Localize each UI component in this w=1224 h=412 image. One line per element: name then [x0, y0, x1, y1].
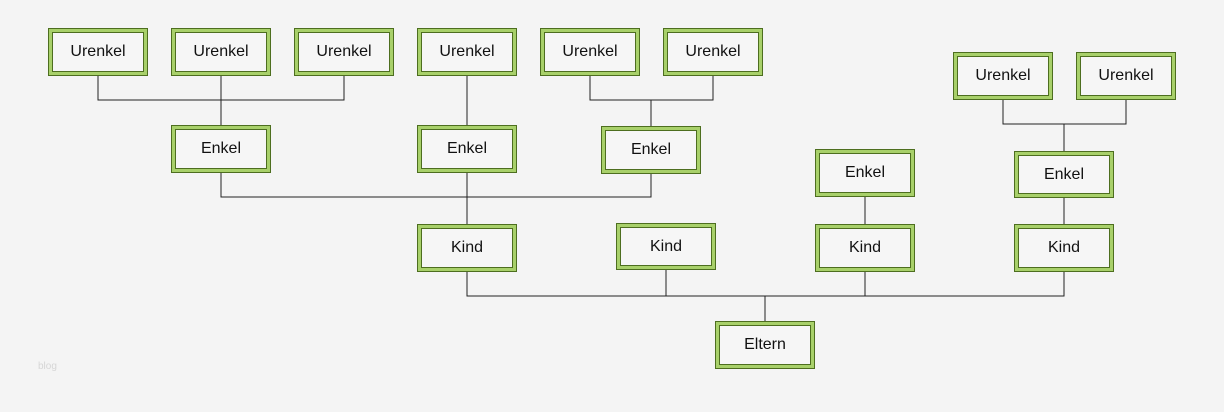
node-label: Kind: [819, 228, 911, 268]
node-kind-2: Kind: [616, 223, 716, 270]
node-label: Urenkel: [175, 32, 267, 72]
node-urenkel-8: Urenkel: [1076, 52, 1176, 100]
node-label: Enkel: [175, 129, 267, 169]
node-label: Eltern: [719, 325, 811, 365]
node-label: Urenkel: [298, 32, 390, 72]
node-label: Urenkel: [544, 32, 636, 72]
node-enkel-1: Enkel: [171, 125, 271, 173]
node-enkel-2: Enkel: [417, 125, 517, 173]
connector: [1002, 100, 1127, 151]
node-urenkel-4: Urenkel: [417, 28, 517, 76]
node-kind-1: Kind: [417, 224, 517, 272]
node-kind-4: Kind: [1014, 224, 1114, 272]
node-urenkel-7: Urenkel: [953, 52, 1053, 100]
node-label: Enkel: [1018, 155, 1110, 194]
watermark-text: blog: [38, 361, 57, 372]
node-label: Kind: [620, 227, 712, 266]
node-label: Urenkel: [52, 32, 144, 72]
connector: [466, 270, 1065, 321]
node-label: Urenkel: [667, 32, 759, 72]
node-eltern: Eltern: [715, 321, 815, 369]
node-label: Urenkel: [421, 32, 513, 72]
node-kind-3: Kind: [815, 224, 915, 272]
node-label: Urenkel: [957, 56, 1049, 96]
node-enkel-4: Enkel: [815, 149, 915, 197]
connector: [220, 173, 652, 224]
connector: [97, 76, 345, 125]
node-label: Kind: [1018, 228, 1110, 268]
node-label: Enkel: [421, 129, 513, 169]
node-enkel-5: Enkel: [1014, 151, 1114, 198]
node-urenkel-3: Urenkel: [294, 28, 394, 76]
node-urenkel-5: Urenkel: [540, 28, 640, 76]
connector: [589, 76, 714, 126]
node-label: Enkel: [819, 153, 911, 193]
node-label: Kind: [421, 228, 513, 268]
node-label: Urenkel: [1080, 56, 1172, 96]
node-enkel-3: Enkel: [601, 126, 701, 174]
node-urenkel-1: Urenkel: [48, 28, 148, 76]
node-label: Enkel: [605, 130, 697, 170]
node-urenkel-6: Urenkel: [663, 28, 763, 76]
node-urenkel-2: Urenkel: [171, 28, 271, 76]
